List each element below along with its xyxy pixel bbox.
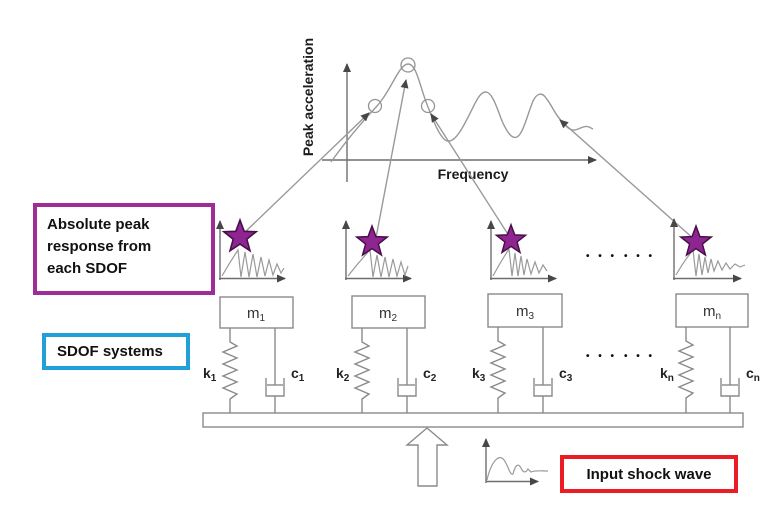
mapping-arrow-2 — [374, 79, 409, 244]
damper-label: c1 — [291, 365, 305, 384]
damper-label: cn — [746, 365, 760, 384]
curve-point-marker — [420, 98, 436, 114]
peak-response-line-1: Absolute peak — [47, 216, 150, 233]
mapping-arrow-1 — [242, 112, 370, 235]
shock-wave-plot — [482, 438, 549, 486]
curve-point-marker — [367, 98, 383, 114]
peak-response-line-3: each SDOF — [47, 260, 128, 277]
spring — [353, 328, 371, 413]
peak-response-line-2: response from — [47, 238, 152, 255]
mass-block — [219, 296, 294, 329]
y-axis-label: Peak acceleration — [300, 38, 316, 156]
response-ringing-curve — [492, 247, 548, 277]
srs-curve — [330, 63, 594, 163]
input-shock-callout: Input shock wave — [560, 455, 738, 493]
continuation-dots: • • • • • • • • • • • • — [586, 251, 655, 362]
mass-block — [675, 293, 749, 328]
input-shock-label: Input shock wave — [586, 465, 712, 483]
sdof-unit-2: m2 k2 c2 — [336, 295, 437, 413]
sdof-systems-label: SDOF systems — [57, 343, 163, 360]
sdof-response-plot-2 — [342, 220, 412, 283]
spring-label: k1 — [203, 365, 217, 384]
sdof-response-plot-1 — [216, 217, 286, 283]
response-ringing-curve — [221, 248, 285, 278]
srs-frequency-chart: Peak acceleration Frequency — [300, 38, 597, 182]
dots-row: • • • — [624, 251, 655, 262]
spring-label: k2 — [336, 365, 350, 384]
sdof-unit-n: mn kn cn — [660, 293, 760, 413]
mapping-arrow-4 — [559, 119, 696, 241]
peak-star-icon — [678, 223, 714, 257]
dots-row: • • • — [586, 351, 617, 362]
sdof-response-plot-3 — [487, 220, 557, 283]
peak-response-callout: Absolute peak response from each SDOF — [33, 203, 215, 295]
peak-star-icon — [354, 223, 390, 257]
mass-label: m2 — [379, 305, 398, 324]
dots-row: • • • — [624, 351, 655, 362]
damper-label: c3 — [559, 365, 573, 384]
input-arrow-icon — [405, 427, 449, 487]
spring-label: kn — [660, 365, 674, 384]
mass-block — [487, 293, 563, 328]
mass-label: m1 — [247, 305, 266, 324]
damper-label: c2 — [423, 365, 437, 384]
spring — [489, 327, 507, 413]
base-plate — [202, 412, 744, 428]
sdof-systems-callout: SDOF systems — [42, 333, 190, 370]
curve-point-marker — [400, 57, 416, 73]
x-axis-label: Frequency — [438, 166, 509, 182]
peak-star-icon — [221, 217, 259, 253]
dots-row: • • • — [586, 251, 617, 262]
sdof-unit-1: m1 k1 c1 — [203, 296, 305, 413]
response-ringing-curve — [347, 248, 409, 279]
mapping-arrow-3 — [430, 113, 512, 240]
mass-label: mn — [703, 303, 721, 322]
peak-star-icon — [494, 222, 528, 255]
spring-label: k3 — [472, 365, 486, 384]
response-ringing-curve — [675, 248, 746, 277]
sdof-unit-3: m3 k3 c3 — [472, 293, 573, 413]
mass-label: m3 — [516, 303, 535, 322]
sdof-response-plot-n — [670, 218, 746, 283]
shock-wave-curve — [486, 457, 549, 481]
mass-block — [351, 295, 426, 329]
spring — [677, 327, 695, 413]
spring — [221, 328, 239, 413]
